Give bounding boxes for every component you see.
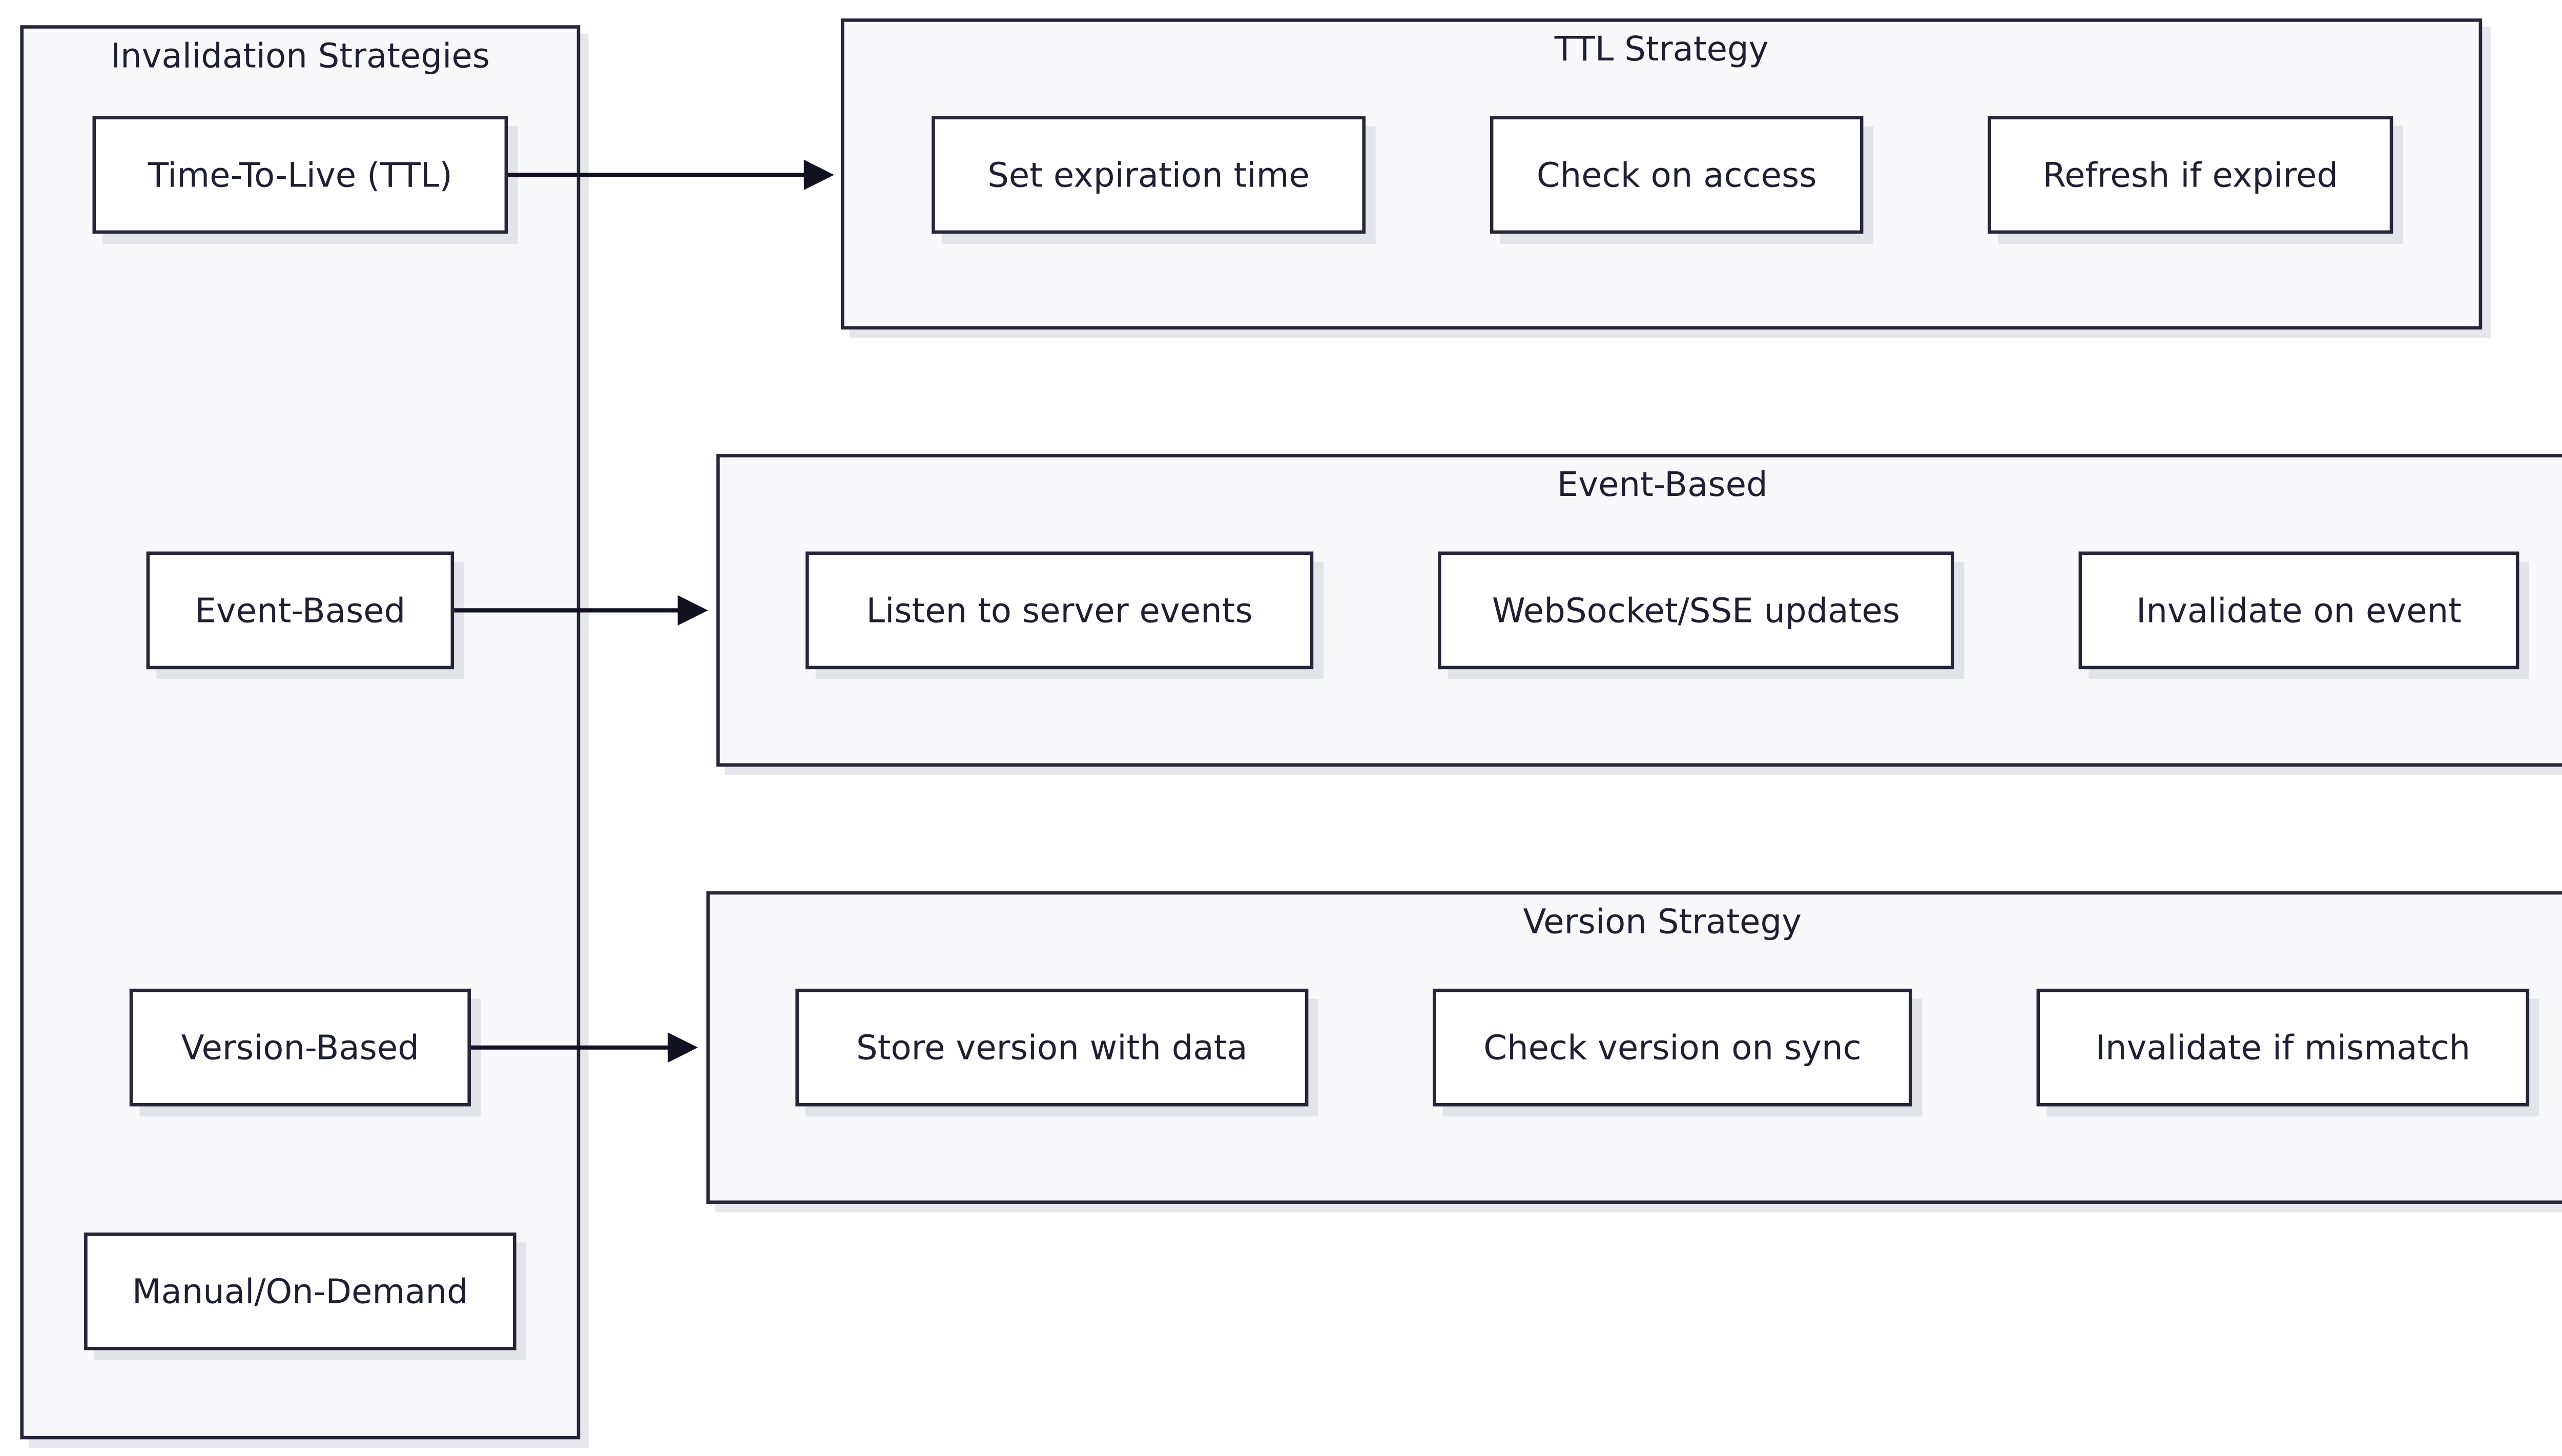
ttl-node[interactable]: Time-To-Live (TTL) [92, 116, 508, 234]
websocket-sse-updates-node[interactable]: WebSocket/SSE updates [1438, 551, 1954, 670]
invalidation-strategies-group: Invalidation Strategies [20, 25, 581, 1440]
manual-on-demand-node[interactable]: Manual/On-Demand [84, 1232, 516, 1350]
event-based-node[interactable]: Event-Based [146, 551, 454, 670]
listen-to-server-events-node[interactable]: Listen to server events [805, 551, 1314, 670]
check-version-on-sync-node[interactable]: Check version on sync [1433, 988, 1912, 1107]
event-based-title: Event-Based [1557, 464, 1768, 505]
invalidate-if-mismatch-node[interactable]: Invalidate if mismatch [2036, 988, 2530, 1107]
invalidate-on-event-node[interactable]: Invalidate on event [2078, 551, 2519, 670]
check-on-access-node[interactable]: Check on access [1490, 116, 1864, 234]
refresh-if-expired-node[interactable]: Refresh if expired [1988, 116, 2393, 234]
version-based-node[interactable]: Version-Based [129, 988, 471, 1107]
ttl-strategy-title: TTL Strategy [1554, 28, 1769, 69]
set-expiration-time-node[interactable]: Set expiration time [932, 116, 1366, 234]
store-version-with-data-node[interactable]: Store version with data [795, 988, 1309, 1107]
invalidation-strategies-title: Invalidation Strategies [110, 35, 490, 76]
version-strategy-title: Version Strategy [1523, 901, 1802, 942]
